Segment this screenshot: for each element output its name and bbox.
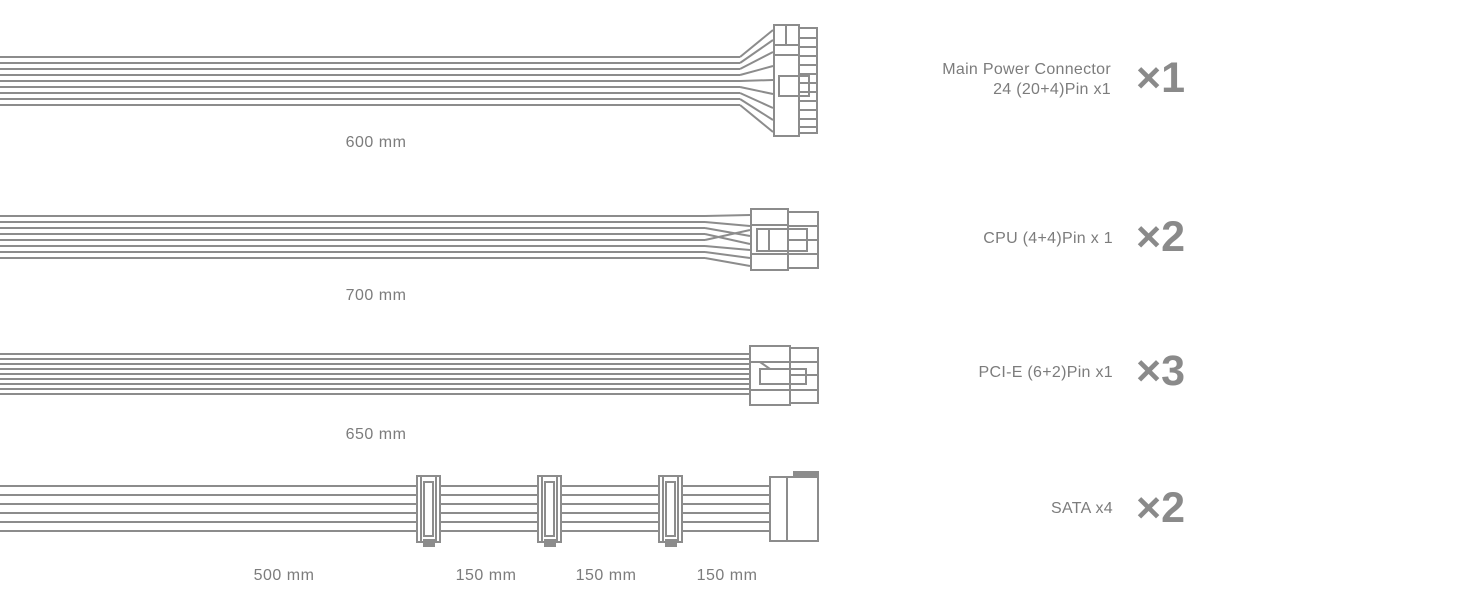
main-power-label: Main Power Connector 24 (20+4)Pin x1: [942, 60, 1111, 100]
cpu-connector: [750, 208, 819, 271]
main-power-label-line-1: Main Power Connector: [942, 61, 1111, 78]
pcie-length: 650 mm: [345, 426, 407, 443]
pcie-label: PCI-E (6+2)Pin x1: [979, 363, 1113, 383]
main-power-count: ×1: [1136, 54, 1186, 102]
sata-label-line-1: SATA x4: [1051, 500, 1113, 517]
sata-length-4: 150 mm: [696, 567, 758, 584]
main-power-length: 600 mm: [345, 134, 407, 151]
cpu-count: ×2: [1136, 213, 1186, 261]
sata-length-1: 500 mm: [253, 567, 315, 584]
cpu-wires: [0, 214, 751, 267]
pcie-count: ×3: [1136, 347, 1186, 395]
cpu-length: 700 mm: [345, 287, 407, 304]
pcie-cable: [0, 345, 819, 406]
sata-inline-connector-2: [537, 475, 562, 547]
cpu-label-line-1: CPU (4+4)Pin x 1: [983, 230, 1113, 247]
main-power-wires: [0, 29, 774, 133]
sata-wires: [0, 485, 770, 532]
sata-inline-connector-3: [658, 475, 683, 547]
pcie-wires: [0, 353, 750, 395]
sata-inline-connector-1: [416, 475, 441, 547]
sata-end-connector: [769, 471, 819, 542]
main-power-label-line-2: 24 (20+4)Pin x1: [993, 81, 1111, 98]
cpu-cable: [0, 208, 819, 271]
pcie-connector: [749, 345, 819, 406]
cpu-label: CPU (4+4)Pin x 1: [983, 229, 1113, 249]
sata-cable: [0, 471, 819, 547]
pcie-label-line-1: PCI-E (6+2)Pin x1: [978, 364, 1113, 381]
sata-label: SATA x4: [1051, 499, 1113, 519]
main-power-cable: [0, 24, 818, 137]
main-power-connector: [773, 24, 818, 137]
sata-length-2: 150 mm: [455, 567, 517, 584]
sata-length-3: 150 mm: [575, 567, 637, 584]
sata-count: ×2: [1136, 484, 1186, 532]
